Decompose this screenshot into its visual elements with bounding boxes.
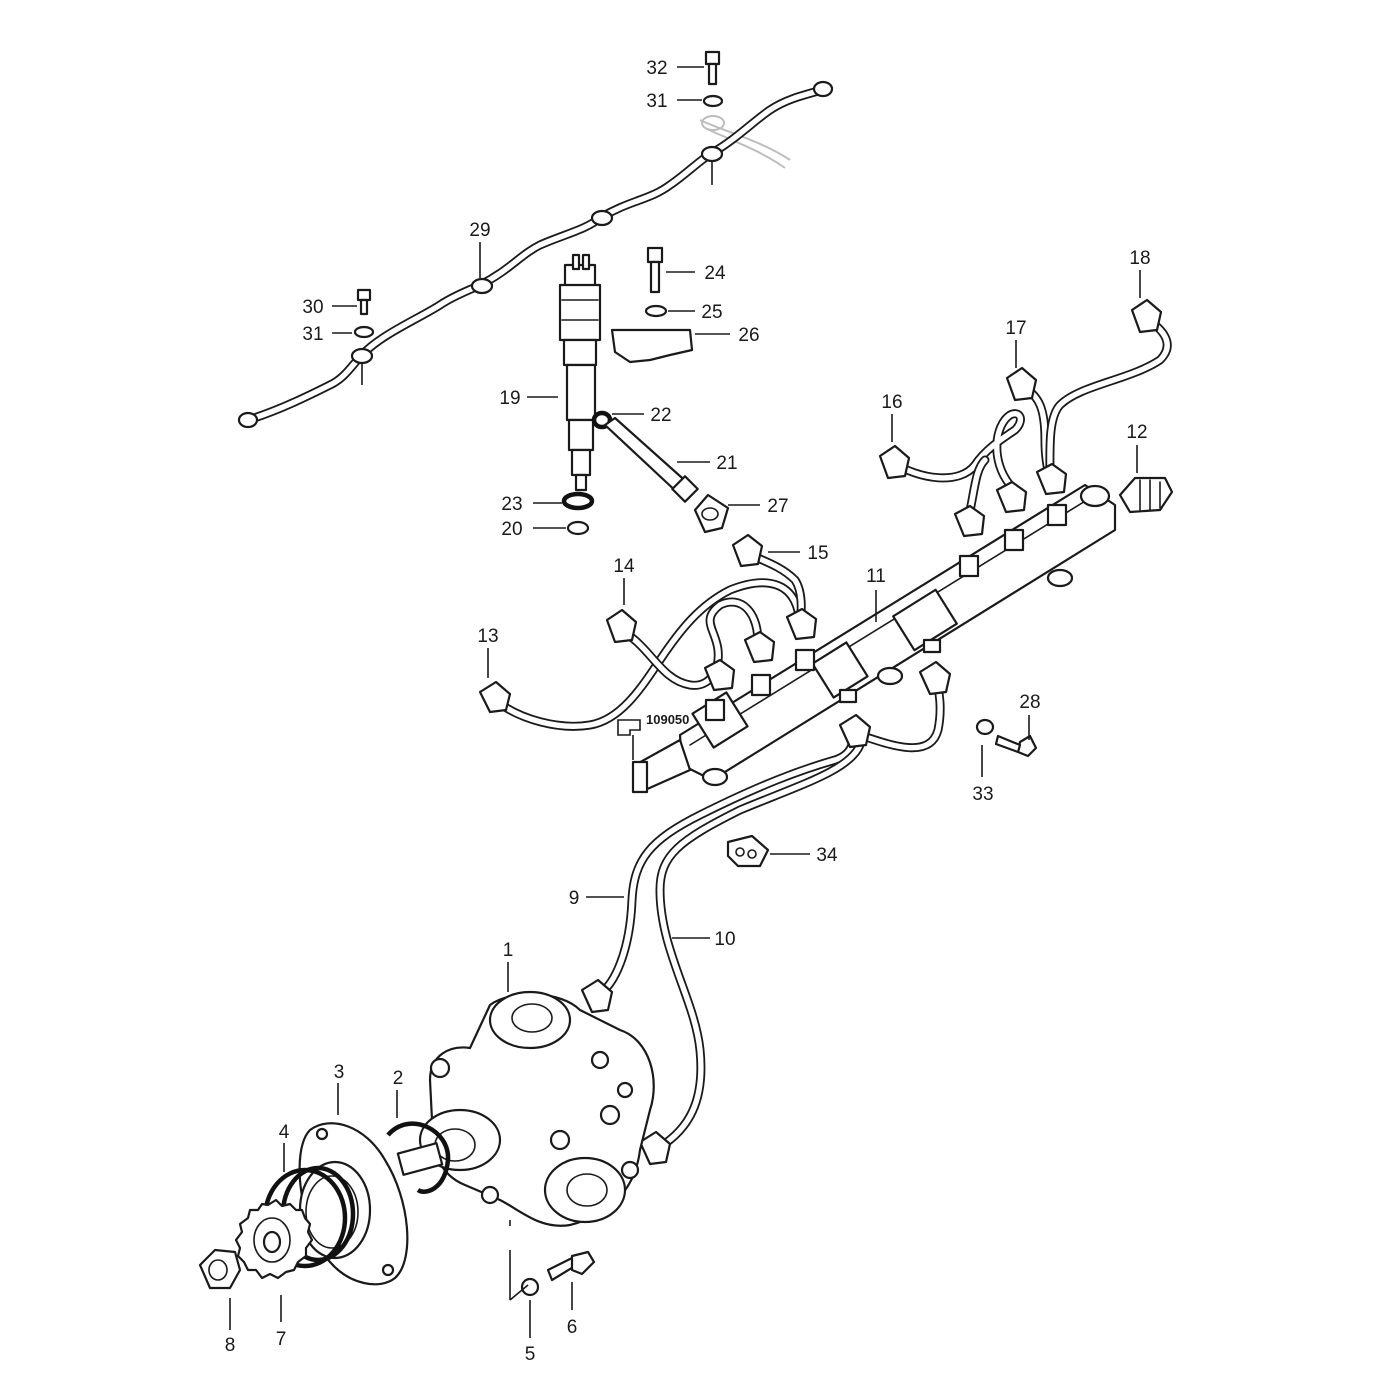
washer-33 [975, 718, 995, 736]
callout-23: 23 [501, 494, 522, 515]
callout-2: 2 [393, 1068, 404, 1089]
washer-20 [566, 520, 590, 536]
drive-gear-7 [234, 1198, 314, 1280]
callout-33: 33 [972, 784, 993, 805]
callout-26: 26 [738, 325, 759, 346]
callout-21: 21 [716, 453, 737, 474]
callout-17: 17 [1005, 318, 1026, 339]
callout-15: 15 [807, 543, 828, 564]
callout-8: 8 [225, 1335, 236, 1356]
reference-note: 109050 [617, 712, 689, 760]
callout-1: 1 [503, 940, 514, 961]
callout-31-upper: 31 [646, 91, 667, 112]
o-ring-2 [386, 1121, 451, 1194]
callout-31-lower: 31 [302, 324, 323, 345]
callout-12: 12 [1126, 422, 1147, 443]
callout-labels: 1 2 3 4 5 6 7 8 9 10 11 12 13 14 15 16 1… [225, 58, 1151, 1365]
callout-16: 16 [881, 392, 902, 413]
washer-25 [644, 304, 668, 318]
callout-32: 32 [646, 58, 667, 79]
callout-25: 25 [701, 302, 722, 323]
bolt-28 [994, 734, 1038, 758]
callout-13: 13 [477, 626, 498, 647]
callout-7: 7 [276, 1329, 287, 1350]
injector [558, 253, 602, 492]
callout-5: 5 [525, 1344, 536, 1365]
callout-24: 24 [704, 263, 726, 284]
callout-14: 14 [613, 556, 635, 577]
callout-18: 18 [1129, 248, 1150, 269]
nut-27 [693, 493, 730, 534]
callout-29: 29 [469, 220, 490, 241]
o-ring-22 [591, 410, 613, 430]
callout-19: 19 [499, 388, 520, 409]
washer-5 [520, 1277, 540, 1297]
callout-28: 28 [1019, 692, 1040, 713]
high-pressure-pipes [580, 660, 952, 1166]
pressure-relief-valve-12 [1118, 476, 1174, 514]
callout-34: 34 [816, 845, 838, 866]
clamp-26 [610, 328, 694, 364]
o-ring-23 [561, 491, 595, 511]
callout-22: 22 [650, 405, 671, 426]
callout-leaders [229, 66, 1141, 1338]
pipe-clip-34 [726, 834, 770, 868]
callout-3: 3 [334, 1062, 345, 1083]
callout-4: 4 [279, 1122, 290, 1143]
callout-6: 6 [567, 1317, 578, 1338]
leak-off-return-line [237, 50, 834, 429]
callout-20: 20 [501, 519, 522, 540]
pressure-pipe-connector-21 [603, 416, 699, 503]
callout-10: 10 [714, 929, 735, 950]
reference-code: 109050 [646, 712, 689, 727]
callout-9: 9 [569, 888, 580, 909]
bolt-6 [546, 1250, 596, 1282]
callout-30: 30 [302, 297, 323, 318]
nut-8 [198, 1248, 242, 1290]
common-rail [631, 483, 1117, 794]
injection-lines [478, 298, 1172, 731]
callout-11: 11 [866, 566, 886, 587]
high-pressure-pump [396, 990, 655, 1227]
clamp-bolt-24 [646, 246, 664, 294]
callout-27: 27 [767, 496, 788, 517]
